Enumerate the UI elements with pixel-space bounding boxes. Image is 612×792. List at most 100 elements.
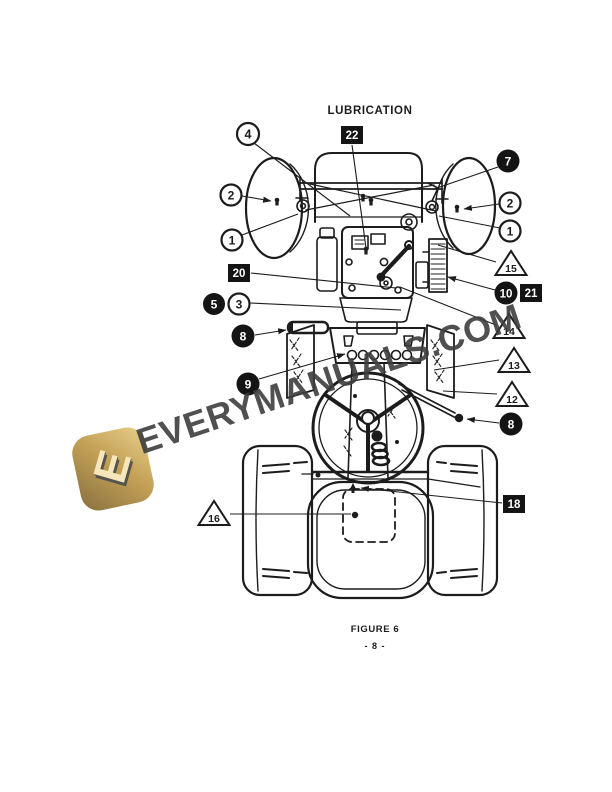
engine-bottom: [339, 297, 413, 323]
pedal-left: [343, 335, 354, 347]
seat-inner: [316, 489, 426, 590]
oil-cooler-fin-lines: [430, 243, 446, 290]
callout-label: 9: [245, 378, 252, 392]
leader-lines: [230, 142, 503, 515]
leader-8-left: [254, 328, 287, 336]
frame-bolt: [315, 472, 321, 478]
pedal-right: [403, 335, 414, 347]
tunnel-hatch: [343, 405, 396, 457]
rear-tire-left-tread: [262, 461, 308, 579]
fender-right-hatch: [430, 337, 445, 385]
callout-triangle-13: 13: [496, 346, 532, 373]
hub-left: [296, 199, 310, 213]
callout-label: 7: [505, 155, 512, 169]
leader-4: [253, 142, 351, 217]
callout-markers: 4 2 1 2 1 3: [196, 121, 542, 526]
leader-7: [433, 166, 499, 190]
frame-brace-right: [427, 478, 481, 488]
callout-label: 14: [503, 326, 515, 338]
page-number: - 8 -: [364, 641, 386, 651]
callout-circle-2-left: 2: [219, 183, 243, 207]
callout-label: 2: [228, 189, 235, 203]
callout-black-circle-7: 7: [496, 149, 520, 173]
leader-1-left: [241, 213, 299, 236]
grease-fitting-icon: [360, 193, 366, 202]
hood-outline: [314, 152, 423, 223]
leader-8-right: [466, 416, 500, 424]
callout-circle-4: 4: [235, 121, 261, 147]
seat-pan-dashed: [342, 488, 396, 543]
callout-black-circle-5: 5: [203, 293, 225, 315]
steering-spokes: [325, 394, 411, 473]
callout-label: 2: [507, 197, 514, 211]
callout-circle-3: 3: [227, 292, 251, 316]
callout-label: 1: [507, 225, 514, 239]
fender-right: [426, 324, 455, 399]
leader-1-right: [438, 215, 501, 229]
dipstick-base: [376, 272, 386, 282]
callout-black-circle-10: 10: [494, 281, 518, 305]
shift-knob: [371, 430, 383, 442]
dipstick: [378, 243, 412, 279]
callout-triangle-12: 12: [494, 380, 530, 407]
callout-label: 5: [211, 298, 218, 312]
grease-fittings: [274, 193, 460, 255]
seat-pivot-dot: [351, 511, 359, 519]
callout-label: 22: [346, 130, 359, 142]
callout-triangle-16: 16: [196, 499, 232, 526]
gauge-cluster: [346, 349, 413, 361]
leader-18: [360, 485, 503, 504]
callout-black-circle-8-left: 8: [231, 324, 255, 348]
rear-tire-left-band: [255, 449, 259, 592]
fender-left-hatch: [289, 337, 304, 385]
page-title: LUBRICATION: [327, 105, 413, 117]
fender-left: [286, 324, 315, 399]
rear-tire-right-band: [481, 449, 485, 592]
rear-tire-left: [241, 444, 314, 597]
steering-hub-cap: [361, 411, 375, 425]
callout-label: 1: [229, 234, 236, 248]
leader-9: [258, 353, 346, 380]
callout-label: 13: [508, 360, 520, 372]
panel-bolt: [395, 440, 399, 444]
engine-bolt: [345, 258, 353, 266]
callout-label: 15: [505, 263, 517, 275]
callout-square-21: 21: [520, 284, 542, 302]
steering-wheel-rim-inner: [318, 378, 418, 478]
leader-20: [250, 272, 397, 289]
callout-black-circle-9: 9: [236, 372, 260, 396]
kingpin-right: [435, 178, 449, 204]
callout-label: 21: [525, 288, 538, 300]
callout-circle-1-left: 1: [220, 228, 244, 252]
governor: [379, 276, 393, 290]
leader-22: [351, 144, 367, 249]
tie-rod-2: [305, 184, 435, 211]
leader-2-right: [463, 203, 500, 211]
callout-label: 12: [506, 394, 518, 406]
leader-13: [433, 359, 500, 371]
engine-bolt: [379, 257, 389, 267]
callout-label: 18: [508, 499, 521, 511]
valve-cover-marks: [354, 239, 365, 245]
dash-panel: [329, 327, 426, 364]
air-cleaner: [316, 236, 338, 292]
callout-square-22: 22: [341, 126, 363, 144]
callout-label: 10: [500, 289, 513, 301]
grease-fitting-icon: [274, 197, 280, 206]
callout-label: 8: [240, 330, 247, 344]
engine-side-bracket: [415, 261, 429, 289]
callout-square-18: 18: [503, 495, 525, 513]
engine-top-box: [370, 233, 386, 245]
leader-2-left: [241, 195, 272, 203]
callout-circle-1-right: 1: [498, 219, 522, 243]
engine-bolt: [348, 284, 356, 292]
leader-15: [437, 244, 497, 263]
hub-right-center: [428, 203, 436, 211]
valve-cover-box: [351, 235, 369, 250]
rear-tire-right-tread: [436, 461, 478, 579]
engine-bolt: [394, 286, 402, 294]
steering-hub: [356, 409, 380, 433]
callout-label: 4: [245, 128, 252, 142]
dipstick-ring: [404, 240, 414, 250]
